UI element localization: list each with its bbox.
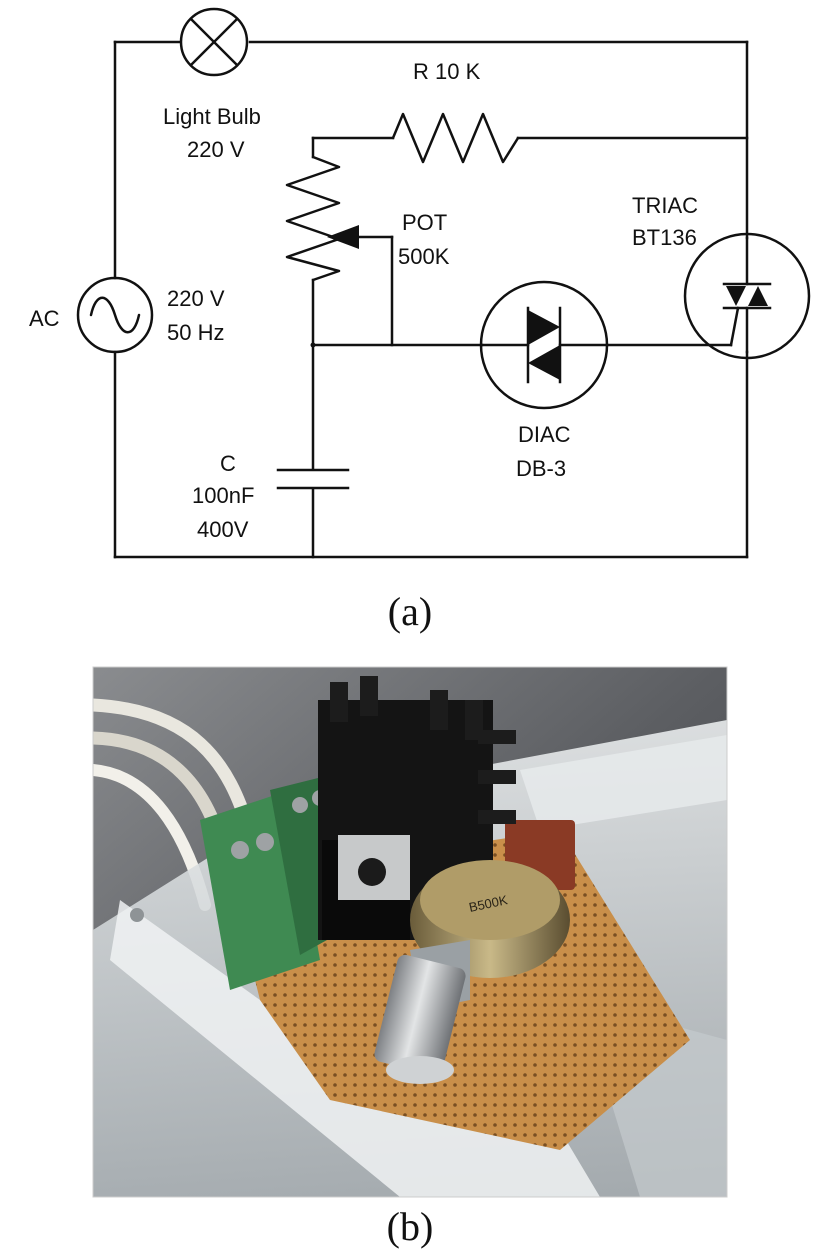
photo-border bbox=[92, 666, 728, 1198]
resistor-label: R 10 K bbox=[413, 59, 481, 84]
capacitor-name-label: C bbox=[220, 451, 236, 476]
light-bulb-name-label: Light Bulb bbox=[163, 104, 261, 129]
pot-value-label: 500K bbox=[398, 244, 450, 269]
triac-screw bbox=[358, 858, 386, 886]
potentiometer-symbol bbox=[285, 155, 341, 282]
pot-wiper-arrow bbox=[327, 225, 359, 249]
ac-source-symbol bbox=[76, 276, 154, 354]
capacitor-voltage-label: 400V bbox=[197, 517, 249, 542]
diac-part-label: DB-3 bbox=[516, 456, 566, 481]
triac-name-label: TRIAC bbox=[632, 193, 698, 218]
ac-name-label: AC bbox=[29, 306, 60, 331]
light-bulb-voltage-label: 220 V bbox=[187, 137, 245, 162]
caption-b: (b) bbox=[387, 1204, 434, 1249]
triac-part-label: BT136 bbox=[632, 225, 697, 250]
ac-frequency-label: 50 Hz bbox=[167, 320, 224, 345]
triac-symbol bbox=[683, 232, 811, 360]
diac-symbol bbox=[479, 280, 609, 410]
light-bulb-symbol bbox=[179, 7, 249, 77]
photo-illustration: B500K bbox=[93, 667, 727, 1197]
acrylic-rail-right bbox=[520, 735, 727, 830]
caption-a: (a) bbox=[388, 589, 432, 634]
potentiometer-photo: B500K bbox=[374, 860, 570, 1084]
acrylic-screw bbox=[130, 908, 144, 922]
capacitor-symbol bbox=[276, 468, 350, 490]
ac-voltage-label: 220 V bbox=[167, 286, 225, 311]
pot-name-label: POT bbox=[402, 210, 447, 235]
diac-name-label: DIAC bbox=[518, 422, 571, 447]
circuit-schematic: R 10 K Light Bulb 220 V POT 500K TRIAC B… bbox=[29, 7, 811, 559]
junction-dot bbox=[310, 342, 316, 348]
capacitor-value-label: 100nF bbox=[192, 483, 254, 508]
resistor-10k-symbol bbox=[391, 112, 520, 164]
